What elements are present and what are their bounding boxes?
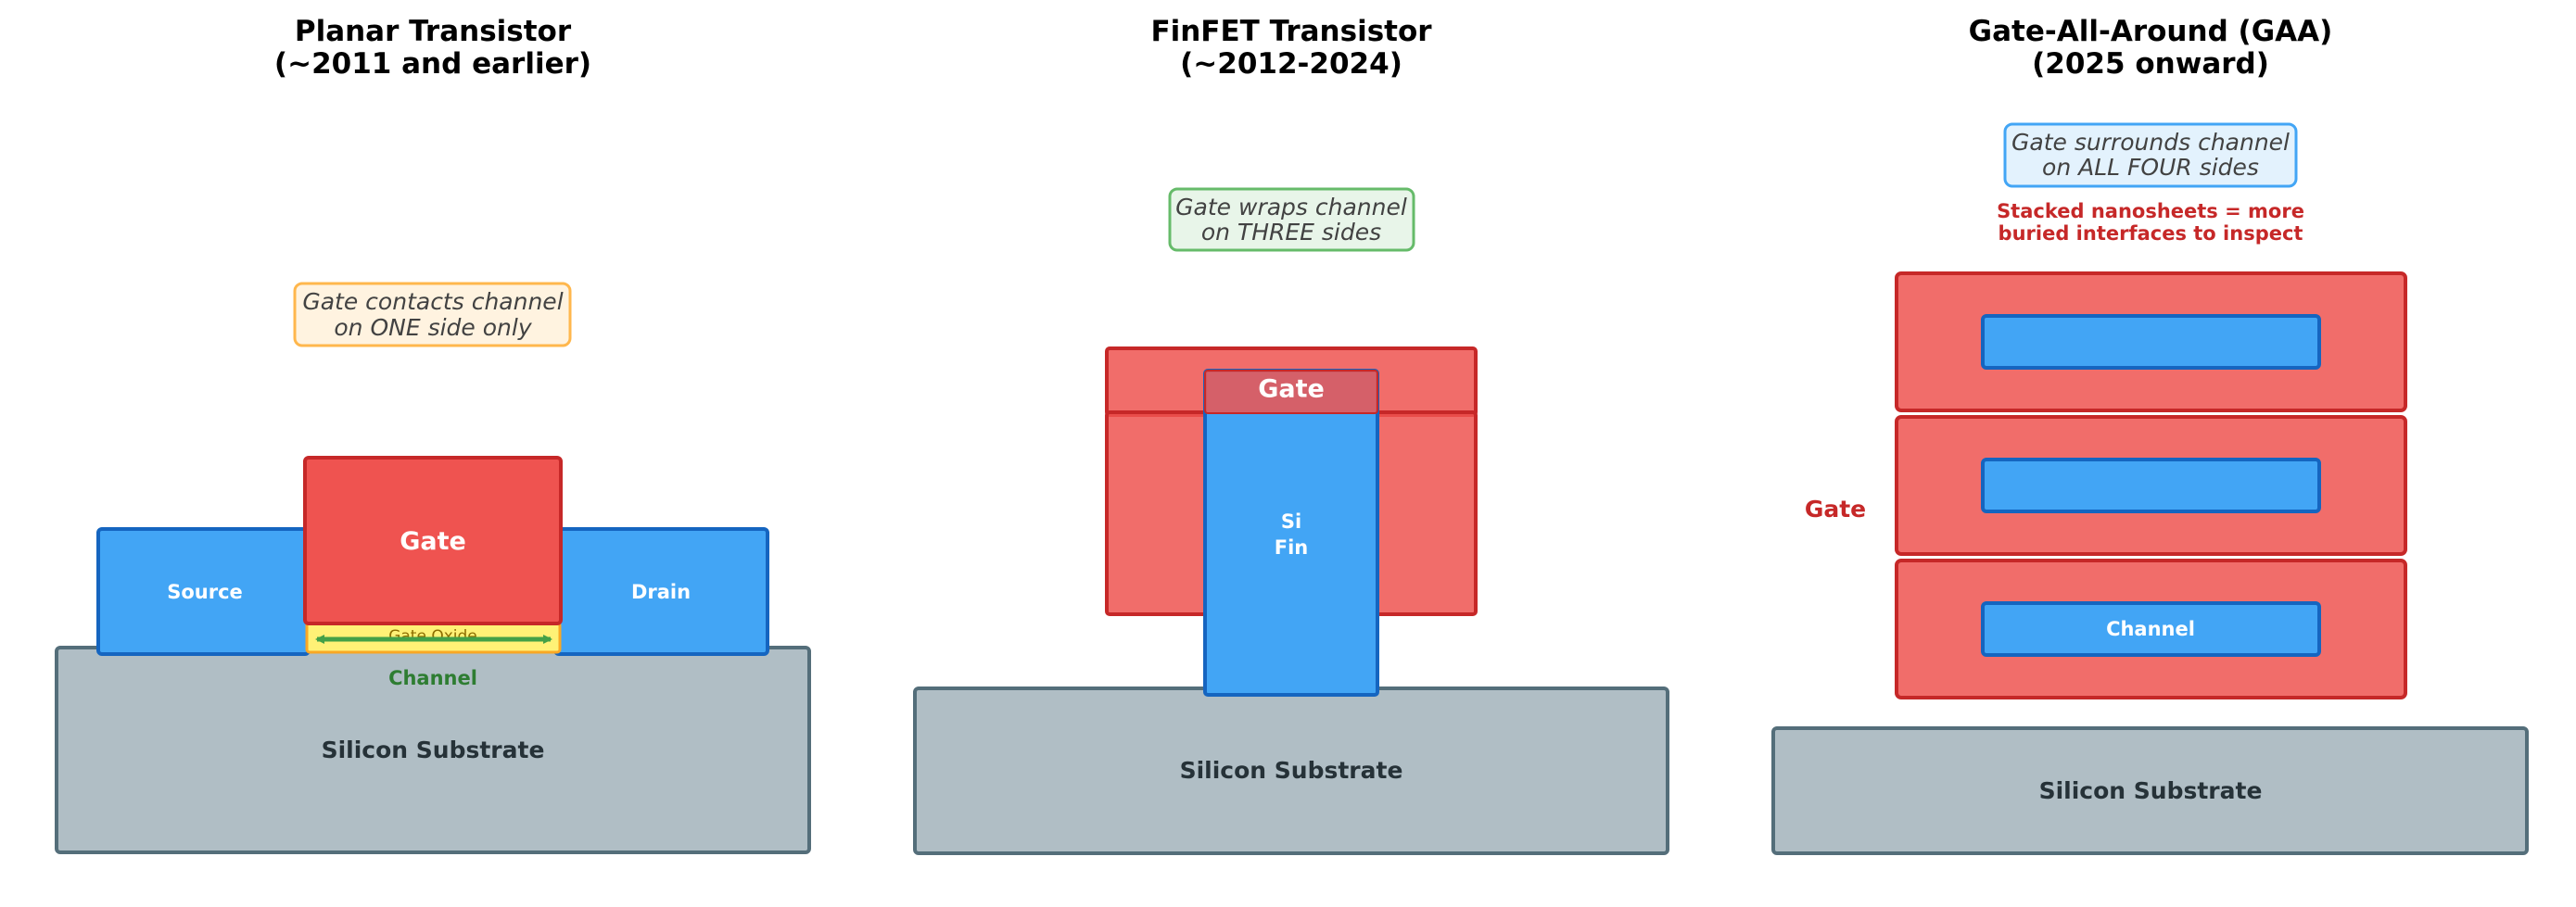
planar-panel: Planar Transistor (~2011 and earlier) Ga… xyxy=(55,15,811,854)
gaa-title-line2: (2025 onward) xyxy=(2032,47,2269,81)
planar-substrate-label: Silicon Substrate xyxy=(322,737,545,763)
planar-source-label: Source xyxy=(167,581,243,603)
planar-title-line1: Planar Transistor xyxy=(295,15,572,48)
gaa-channel-label: Channel xyxy=(2106,618,2195,640)
planar-drain: Drain xyxy=(553,527,769,656)
planar-oxide-label: Gate Oxide xyxy=(388,627,477,646)
planar-note-line1: Gate contacts channel xyxy=(302,288,563,315)
finfet-panel: FinFET Transistor (~2012-2024) Gate wrap… xyxy=(913,15,1669,855)
finfet-substrate-label: Silicon Substrate xyxy=(1180,757,1403,784)
gaa-title-line1: Gate-All-Around (GAA) xyxy=(1969,15,2333,48)
planar-note-box: Gate contacts channel on ONE side only xyxy=(293,282,572,347)
planar-gate: Gate xyxy=(303,456,563,625)
gaa-warning-line1: Stacked nanosheets = more xyxy=(1997,200,2304,222)
finfet-fin-label-line2: Fin xyxy=(1275,536,1309,559)
finfet-gate-left-leg xyxy=(1105,410,1212,616)
gaa-warning-line2: buried interfaces to inspect xyxy=(1999,222,2303,245)
gaa-panel: Gate-All-Around (GAA) (2025 onward) Gate… xyxy=(1771,15,2529,855)
planar-note-line2: on ONE side only xyxy=(334,314,532,341)
planar-title-line2: (~2011 and earlier) xyxy=(274,47,591,81)
gaa-substrate-label: Silicon Substrate xyxy=(2039,777,2263,804)
finfet-fin-label-line1: Si xyxy=(1281,510,1301,533)
finfet-gate-label: Gate xyxy=(1258,375,1325,404)
gaa-substrate: Silicon Substrate xyxy=(1771,726,2529,855)
finfet-substrate: Silicon Substrate xyxy=(913,687,1669,855)
gaa-nanosheet-middle xyxy=(1895,415,2407,556)
planar-source: Source xyxy=(96,527,311,656)
gaa-note-line1: Gate surrounds channel xyxy=(2011,129,2290,156)
finfet-gate-right-leg xyxy=(1371,410,1478,616)
gaa-note-line2: on ALL FOUR sides xyxy=(2042,154,2259,181)
finfet-title-line1: FinFET Transistor xyxy=(1150,15,1432,48)
planar-drain-label: Drain xyxy=(631,581,691,603)
finfet-note-box: Gate wraps channel on THREE sides xyxy=(1168,187,1415,252)
finfet-note-line1: Gate wraps channel xyxy=(1175,194,1407,220)
gaa-gate-label: Gate xyxy=(1805,496,1866,523)
finfet-note-line2: on THREE sides xyxy=(1201,219,1381,246)
gaa-nanosheet-bottom: Channel xyxy=(1895,559,2407,699)
planar-gate-label: Gate xyxy=(400,527,466,556)
gaa-note-box: Gate surrounds channel on ALL FOUR sides xyxy=(2003,122,2298,188)
finfet-gate-top-overlay xyxy=(1204,370,1378,414)
planar-channel-label: Channel xyxy=(388,667,477,689)
finfet-title-line2: (~2012-2024) xyxy=(1180,47,1402,81)
finfet-gate xyxy=(1105,346,1478,616)
gaa-nanosheet-top xyxy=(1895,271,2407,412)
finfet-si-fin: Si Fin xyxy=(1203,369,1379,697)
